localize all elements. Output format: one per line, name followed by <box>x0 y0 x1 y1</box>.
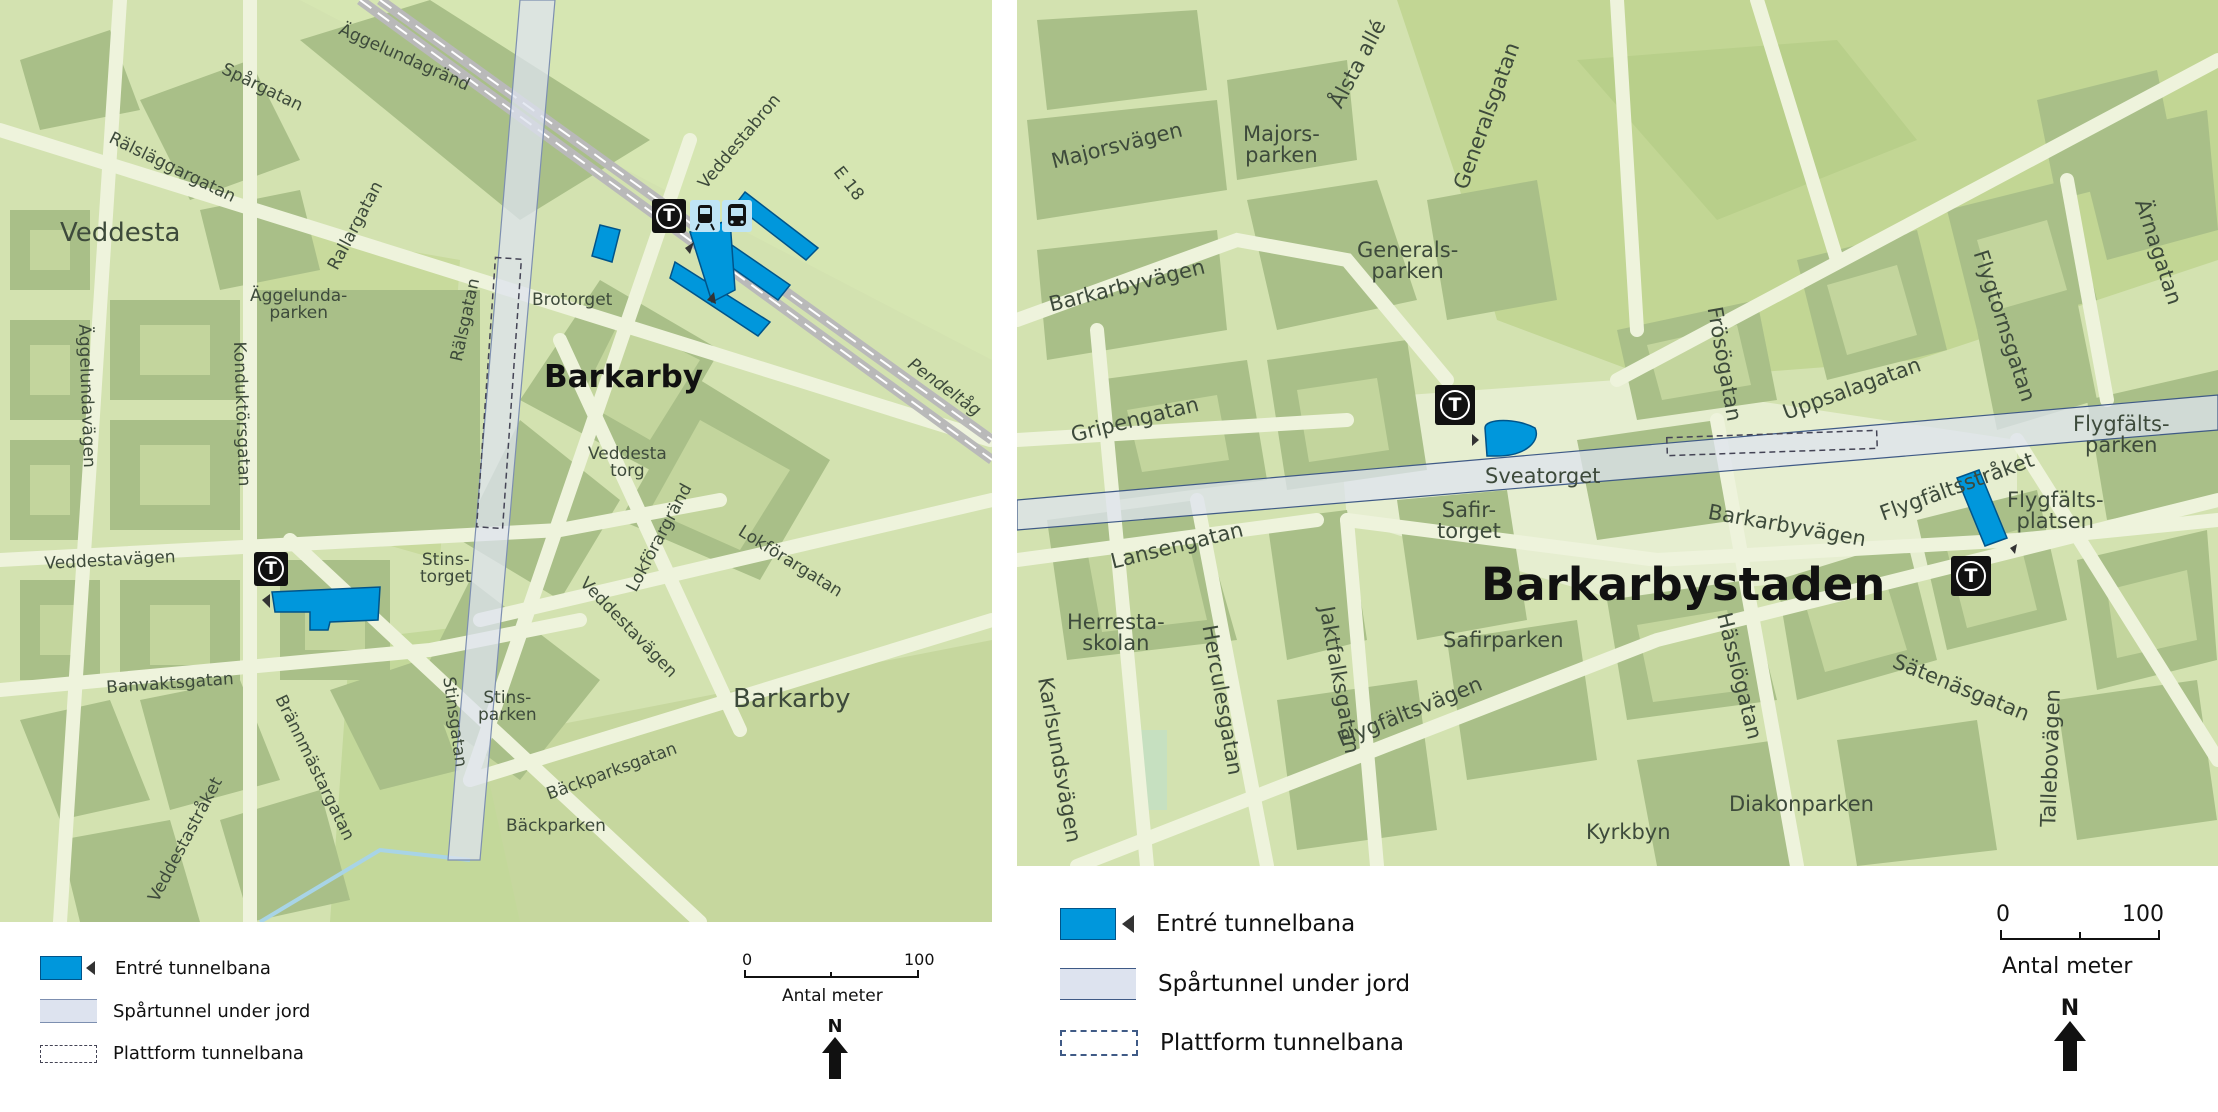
north-arrow-left: N <box>820 1016 850 1083</box>
metro-icon: T <box>254 552 288 586</box>
legend-entrance: Entré tunnelbana <box>1060 908 1355 940</box>
legend-tunnel-label: Spårtunnel under jord <box>1158 971 1411 997</box>
map-right-canvas <box>1017 0 2218 866</box>
district-label: Barkarby <box>733 684 851 714</box>
street-label: Konduktörsgatan <box>228 341 255 487</box>
legend-tunnel: Spårtunnel under jord <box>1060 968 1410 1000</box>
legend-tunnel: Spårtunnel under jord <box>40 999 310 1023</box>
legend-entrance-label: Entré tunnelbana <box>1156 911 1356 937</box>
place-label: Sveatorget <box>1485 464 1601 488</box>
scale-min: 0 <box>742 950 753 969</box>
map-right-barkarbystaden[interactable]: T T Barkarbystaden Majorsvägen Ålsta all… <box>1017 0 2218 866</box>
scale-unit: Antal meter <box>2002 954 2133 979</box>
legend-entrance-label: Entré tunnelbana <box>115 957 271 979</box>
scale-bar-right: 0 100 Antal meter <box>1996 902 2170 982</box>
scale-bar-left: 0 100 Antal meter <box>742 950 935 1010</box>
entrance-swatch-icon <box>40 956 82 980</box>
bus-icon <box>722 200 752 232</box>
entrance-pointer-icon <box>1122 915 1134 933</box>
legend-tunnel-label: Spårtunnel under jord <box>113 1000 311 1022</box>
tunnel-swatch-icon <box>40 999 97 1023</box>
place-label: Kyrkbyn <box>1586 820 1671 844</box>
tram-icon <box>690 200 720 232</box>
north-label: N <box>2060 996 2080 1021</box>
platform-swatch-icon <box>40 1044 97 1063</box>
north-label: N <box>827 1016 843 1037</box>
district-label: Veddesta <box>60 218 181 248</box>
platform-swatch-icon <box>1060 1030 1138 1056</box>
metro-icon: T <box>652 199 686 233</box>
scale-max: 100 <box>2122 902 2164 927</box>
place-label: Safir- torget <box>1437 498 1501 543</box>
legend-entrance: Entré tunnelbana <box>40 956 271 980</box>
place-label: Herresta- skolan <box>1067 610 1165 655</box>
entrance-swatch-icon <box>1060 908 1116 940</box>
map-left-canvas <box>0 0 992 922</box>
station-label: Barkarby <box>544 359 704 395</box>
entrance-pointer-icon <box>86 961 95 975</box>
place-label: Majors- parken <box>1243 122 1320 167</box>
legend-platform: Plattform tunnelbana <box>40 1043 304 1064</box>
place-label: Stins- parken <box>478 688 537 725</box>
place-label: Veddesta torg <box>588 444 667 481</box>
place-label: Generals- parken <box>1357 238 1459 283</box>
map-left-barkarby[interactable]: T T Veddesta Barkarby Barkarby Spårgatan… <box>0 0 992 922</box>
north-arrow-icon <box>822 1037 848 1079</box>
legend-platform-label: Plattform tunnelbana <box>1160 1030 1404 1056</box>
legend-platform: Plattform tunnelbana <box>1060 1030 1404 1056</box>
scale-tick <box>2079 932 2081 940</box>
legend-platform-label: Plattform tunnelbana <box>113 1043 304 1064</box>
street-label: Äggelundavägen <box>73 323 100 469</box>
place-label: Bäckparken <box>506 816 606 836</box>
place-label: Stins- torget <box>420 550 472 587</box>
place-label: Safirparken <box>1443 628 1564 652</box>
metro-icon: T <box>1951 556 1991 596</box>
place-label: Brotorget <box>532 290 613 310</box>
scale-unit: Antal meter <box>782 986 883 1006</box>
place-label: Flygfälts- platsen <box>2007 488 2104 533</box>
tunnel-swatch-icon <box>1060 968 1136 1000</box>
street-label: Tallebovägen <box>2036 688 2065 828</box>
place-label: Diakonparken <box>1729 792 1874 816</box>
scale-min: 0 <box>1996 902 2010 927</box>
scale-tick <box>830 972 832 978</box>
north-arrow-icon <box>2054 1021 2086 1071</box>
metro-icon: T <box>1435 385 1475 425</box>
station-label: Barkarbystaden <box>1481 558 1886 611</box>
north-arrow-right: N <box>2052 996 2088 1075</box>
place-label: Flygfälts- parken <box>2073 412 2170 457</box>
scale-max: 100 <box>904 950 935 969</box>
place-label: Äggelunda- parken <box>250 286 348 323</box>
